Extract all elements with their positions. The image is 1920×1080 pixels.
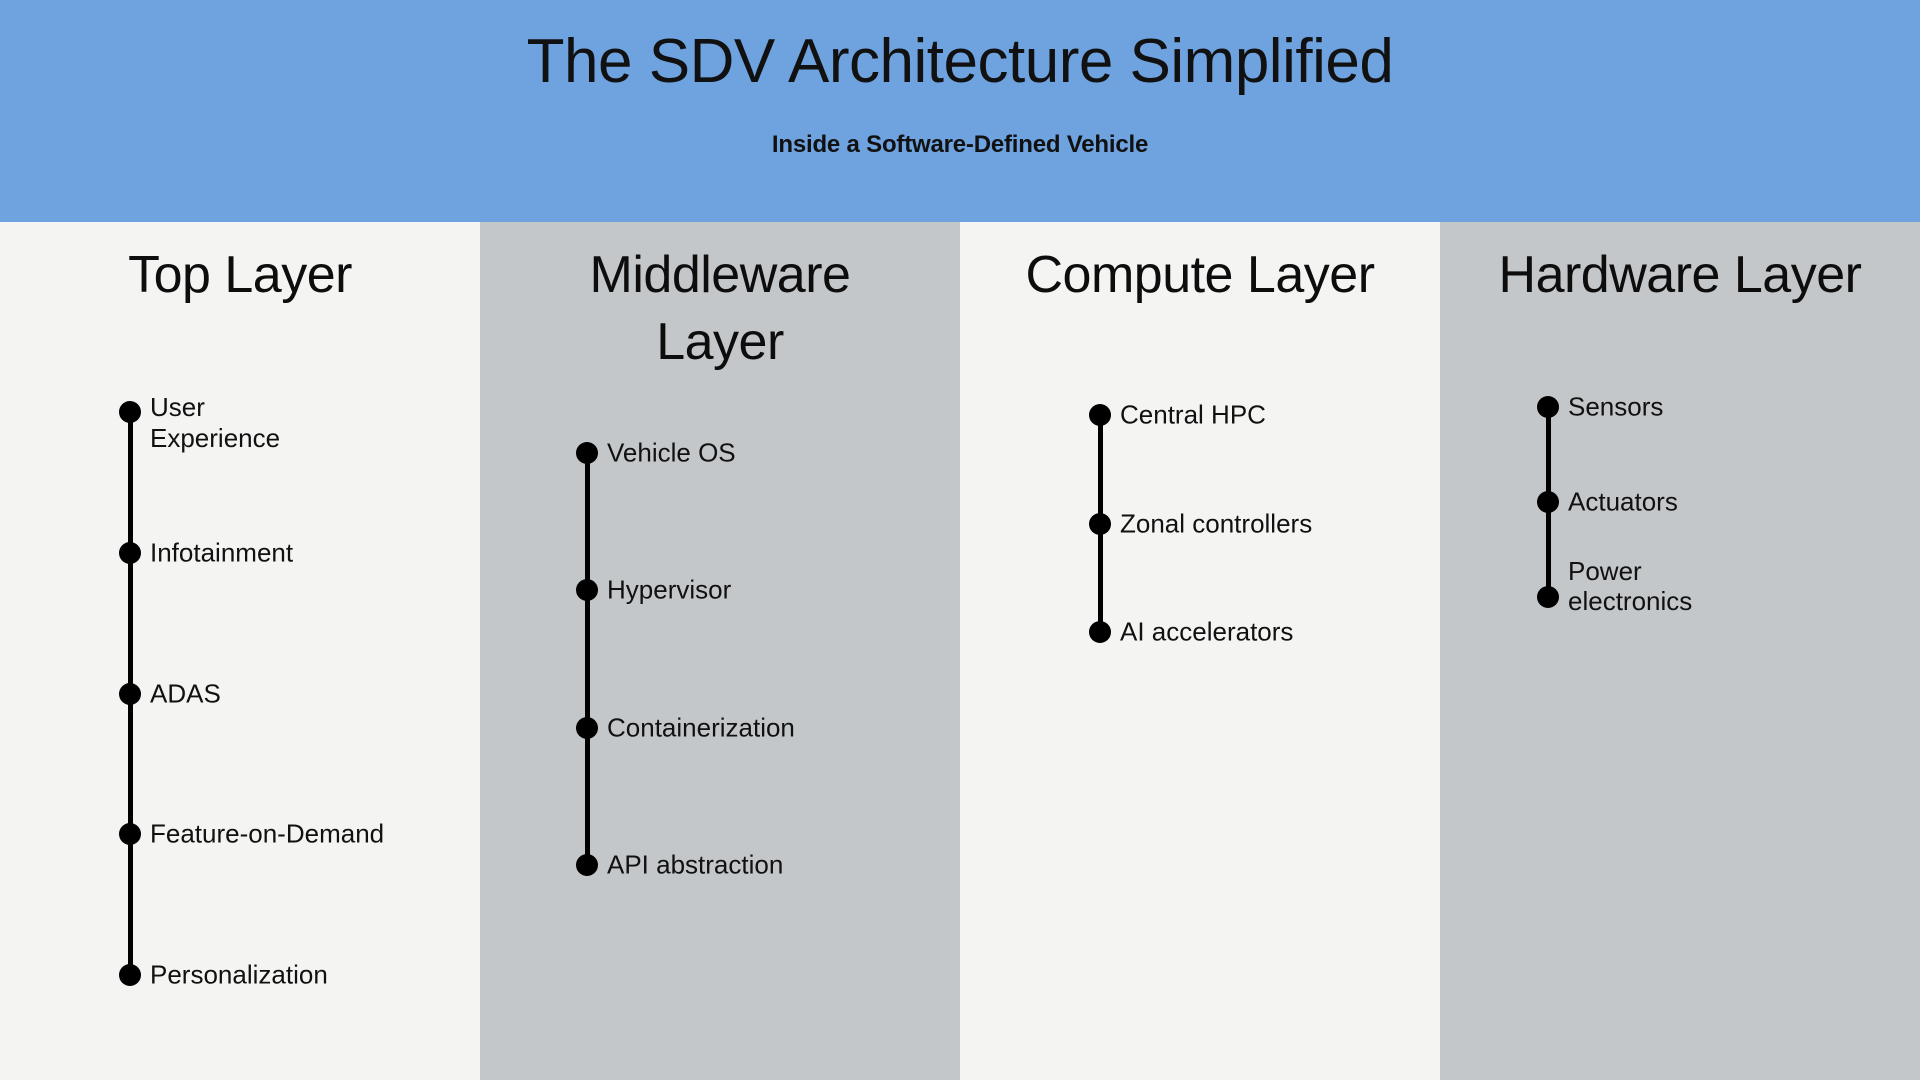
timeline-dot-icon: [1089, 621, 1111, 643]
timeline-dot-icon: [1537, 491, 1559, 513]
timeline-node-label: ADAS: [150, 678, 221, 709]
timeline-node-label: Actuators: [1568, 486, 1678, 517]
timeline-node-label: Hypervisor: [607, 574, 732, 605]
timeline-dot-icon: [576, 579, 598, 602]
timeline-dot-icon: [119, 682, 141, 705]
timeline-dot-icon: [1537, 396, 1559, 418]
timeline-node-label: Central HPC: [1120, 399, 1266, 430]
timeline-dot-icon: [119, 401, 141, 423]
timeline-node-label: Containerization: [607, 712, 795, 743]
timeline-spine: [584, 453, 590, 865]
layer-title-compute-layer: Compute Layer: [1025, 246, 1375, 304]
timeline-node-label: API abstraction: [607, 849, 784, 880]
timeline-dot-icon: [1537, 586, 1559, 608]
timeline-node-label: Feature-on-Demand: [150, 818, 385, 849]
timeline-dot-icon: [1089, 512, 1111, 535]
layer-title-middleware-layer: Middleware Layer: [589, 246, 851, 371]
timeline-node-label: AI accelerators: [1120, 616, 1294, 647]
timeline-dot-icon: [119, 823, 141, 846]
timeline-node-label: Power electronics: [1568, 555, 1693, 617]
timeline-node-label: Zonal controllers: [1120, 508, 1313, 539]
header-banner: The SDV Architecture Simplified Inside a…: [0, 0, 1920, 222]
timeline-compute-layer: Central HPC Zonal controllers AI accelerat…: [960, 222, 1440, 1080]
page-subtitle: Inside a Software-Defined Vehicle: [771, 131, 1149, 159]
timeline-node-label: Vehicle OS: [607, 437, 736, 468]
timeline-node-label: Infotainment: [150, 537, 294, 568]
timeline-dot-icon: [576, 442, 598, 464]
timeline-dot-icon: [119, 964, 141, 986]
timeline-dot-icon: [1089, 404, 1111, 426]
timeline-dot-icon: [576, 854, 598, 876]
layer-title-top-layer: Top Layer: [128, 246, 352, 304]
timeline-node-label: User Experience: [150, 392, 281, 453]
timeline-node-label: Sensors: [1568, 391, 1664, 422]
layer-title-hardware-layer: Hardware Layer: [1498, 246, 1862, 304]
page-title: The SDV Architecture Simplified: [526, 27, 1394, 96]
timeline-dot-icon: [576, 716, 598, 739]
timeline-node-label: Personalization: [150, 959, 328, 990]
timeline-dot-icon: [119, 541, 141, 564]
